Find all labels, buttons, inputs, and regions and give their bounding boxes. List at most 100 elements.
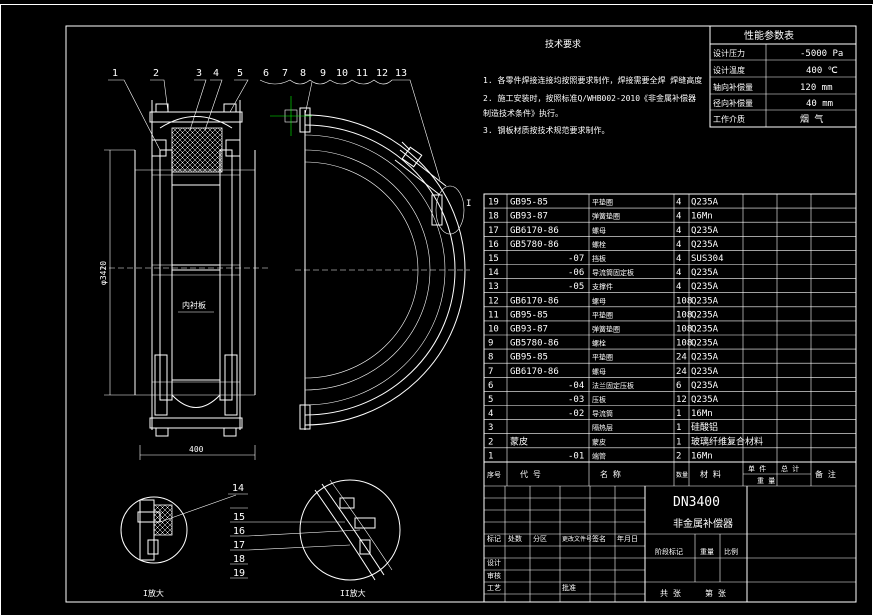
bom-cell-qty: 24 [676,367,687,377]
bom-cell-code: -01 [568,451,584,461]
bom-cell-mat: 16Mn [691,212,713,222]
bom-head-unit: 单 件 [748,464,766,473]
bom-cell-mat: 16Mn [691,451,713,461]
weight-label: 重量 [700,548,714,556]
balloon-2: 2 [153,68,159,79]
dim-height: φ3420 [99,261,108,285]
bom-cell-qty: 1 [676,437,681,447]
bom-cell-no: 13 [488,282,499,292]
bom-cell-mat: 硅酸铝 [691,421,718,433]
bom-cell-mat: 16Mn [691,409,713,419]
bom-cell-code: -07 [568,254,584,264]
param-value: 120 mm [800,83,833,93]
bom-cell-qty: 24 [676,353,687,363]
balloon-6: 6 [263,68,269,79]
bom-cell-code: GB5780-86 [510,339,559,349]
detail-view-ii-label: II放大 [340,588,366,598]
balloon-8: 8 [300,68,306,79]
bom-cell-code: GB93-87 [510,325,548,335]
drawing-name: 非金属补偿器 [673,517,733,530]
bom-cell-mat: Q235A [691,395,719,405]
balloon-4: 4 [213,68,219,79]
bom-cell-qty: 4 [676,198,681,208]
tech-req-line: 3. 钢板材质按技术规范要求制作。 [483,125,609,135]
section-mark: I [466,199,471,209]
bom-cell-no: 5 [488,395,493,405]
bom-cell-name: 导流筒固定板 [592,268,634,277]
bom-cell-no: 3 [488,423,493,433]
bom-cell-name: 弹簧垫圈 [592,212,620,221]
balloon-12: 12 [376,68,388,79]
bom-cell-mat: 玻璃纤维复合材料 [691,435,763,447]
bom-cell-code: -03 [568,395,584,405]
balloon-11: 11 [356,68,368,79]
bom-cell-no: 18 [488,212,499,222]
bom-cell-no: 4 [488,409,493,419]
process-label: 工艺 [487,584,501,592]
bom-cell-code: GB6170-86 [510,367,559,377]
bom-head-weight: 重 量 [757,477,775,485]
bom-cell-name: 平垫圈 [592,198,613,207]
balloon-10: 10 [336,68,348,79]
param-value: 烟 气 [800,113,823,125]
bom-cell-name: 挡板 [592,254,606,263]
bom-cell-code: GB6170-86 [510,226,559,236]
bom-cell-code: 蒙皮 [510,435,528,447]
param-key: 工作介质 [713,114,745,124]
bom-cell-mat: Q235A [691,296,719,306]
bom-cell-mat: Q235A [691,310,719,320]
review-label: 审核 [487,571,501,580]
balloon-labels: 1 2 3 4 5 6 7 8 9 10 11 12 13 [108,68,441,181]
bom-cell-no: 1 [488,451,493,461]
bom-cell-name: 压板 [592,395,606,404]
bom-cell-code: GB93-87 [510,212,548,222]
param-key: 轴向补偿量 [713,82,753,92]
balloon-7: 7 [282,68,288,79]
param-value: 400 ℃ [806,66,838,76]
front-half-view: I [270,96,471,430]
side-section-view: 400 φ3420 内衬板 [99,100,268,460]
bom-cell-mat: SUS304 [691,254,724,264]
bom-cell-no: 12 [488,296,499,306]
bom-cell-qty: 1 [676,409,681,419]
bom-cell-no: 10 [488,325,499,335]
bom-cell-qty: 108 [676,296,692,306]
scale-label: 比例 [724,547,738,556]
balloon-18: 18 [233,554,245,565]
bom-cell-name: 支撑件 [592,282,613,291]
balloon-5: 5 [237,68,243,79]
balloon-13: 13 [395,68,407,79]
bom-cell-qty: 1 [676,423,681,433]
detail-view-ii: II放大 [299,479,401,598]
balloon-15: 15 [233,512,245,523]
bom-cell-name: 蒙皮 [592,437,606,446]
balloon-14: 14 [232,483,244,494]
bom-cell-name: 螺母 [592,367,606,376]
bom-cell-code: GB95-85 [510,310,548,320]
bom-cell-no: 15 [488,254,499,264]
bom-head-note: 备 注 [815,469,836,479]
bom-cell-mat: Q235A [691,268,719,278]
balloon-17: 17 [233,540,245,551]
bom-cell-qty: 4 [676,268,681,278]
title-label: 更改文件号 [562,535,592,543]
title-label: 分区 [533,534,547,543]
bom-cell-name: 法兰固定压板 [592,381,634,390]
bom-cell-qty: 4 [676,240,681,250]
param-title: 性能参数表 [744,29,794,42]
bom-cell-no: 8 [488,353,493,363]
bom-cell-name: 螺母 [592,226,606,235]
bom-cell-no: 7 [488,367,493,377]
detail-view-i-label: I放大 [143,588,164,598]
bom-head-no: 序号 [487,470,501,479]
bom-cell-code: -06 [568,268,584,278]
bom-cell-qty: 108 [676,325,692,335]
technical-requirements: 技术要求 1. 各零件焊接连接均按照要求制作，焊接需要全焊 焊缝高度 2. 施工… [483,38,702,135]
design-label: 设计 [487,558,501,567]
bom-cell-no: 11 [488,310,499,320]
balloon-19: 19 [233,568,245,579]
param-key: 设计压力 [713,48,745,58]
insulation-packing [171,127,223,173]
balloon-3: 3 [196,68,202,79]
bom-cell-name: 弹簧垫圈 [592,325,620,334]
